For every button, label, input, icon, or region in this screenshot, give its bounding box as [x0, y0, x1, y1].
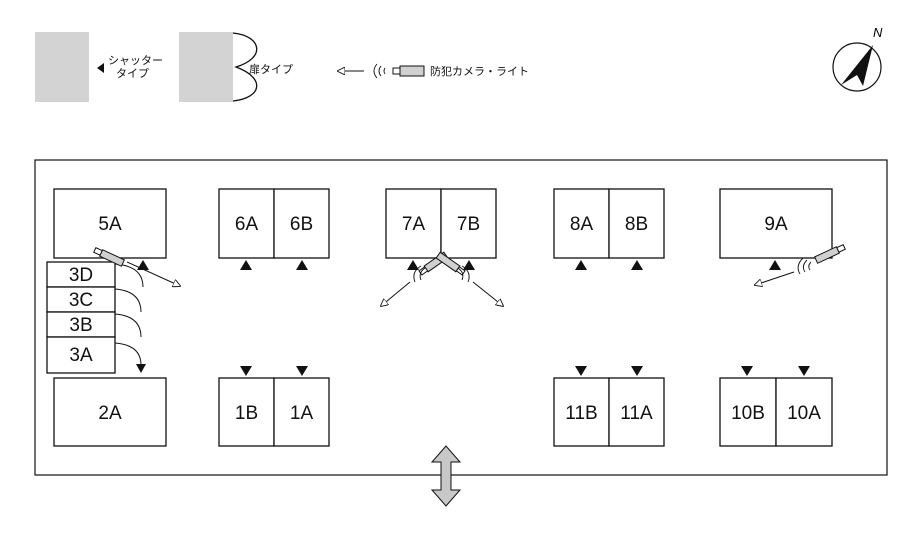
- unit-label: 10A: [787, 403, 821, 424]
- unit-7B: 7B: [440, 188, 497, 259]
- unit-label: 8B: [625, 214, 648, 235]
- unit-5A: 5A: [53, 188, 167, 259]
- site-boundary: [34, 159, 888, 476]
- unit-label: 3D: [69, 265, 93, 286]
- entrance-double-arrow-icon: [430, 445, 462, 507]
- unit-label: 5A: [98, 214, 122, 235]
- unit-label: 8A: [570, 214, 594, 235]
- door-type-swatch: [179, 32, 233, 102]
- shutter-marker-icon: [798, 366, 810, 376]
- shutter-marker-icon: [240, 260, 252, 270]
- unit-label: 9A: [764, 214, 788, 235]
- unit-label: 7B: [457, 214, 480, 235]
- unit-1A: 1A: [273, 377, 330, 447]
- unit-label: 3C: [69, 290, 93, 311]
- unit-label: 3B: [69, 315, 92, 336]
- shutter-marker-icon: [97, 63, 104, 73]
- unit-8B: 8B: [608, 188, 665, 259]
- camera-icon: [381, 251, 503, 306]
- unit-label: 2A: [98, 403, 122, 424]
- unit-10B: 10B: [719, 377, 777, 447]
- shutter-markers: [137, 260, 810, 376]
- shutter-marker-icon: [296, 366, 308, 376]
- unit-label: 10B: [731, 403, 765, 424]
- shutter-marker-icon: [631, 366, 643, 376]
- shutter-marker-icon: [741, 366, 753, 376]
- shutter-marker-icon: [137, 260, 149, 270]
- shutter-marker-icon: [463, 260, 475, 270]
- shutter-marker-icon: [575, 366, 587, 376]
- shutter-marker-icon: [407, 260, 419, 270]
- unit-9A: 9A: [719, 188, 833, 259]
- unit-6A: 6A: [218, 188, 275, 259]
- unit-label: 1A: [290, 403, 314, 424]
- camera-icon: [755, 243, 847, 285]
- shutter-marker-icon: [769, 260, 781, 270]
- door-swing-icon: [232, 32, 258, 102]
- unit-8A: 8A: [553, 188, 610, 259]
- unit-2A: 2A: [53, 377, 167, 447]
- compass-north-label: N: [873, 25, 883, 40]
- unit-label: 7A: [402, 214, 426, 235]
- door-swing-3B: [114, 313, 142, 338]
- shutter-marker-icon: [240, 366, 252, 376]
- shutter-marker-icon: [575, 260, 587, 270]
- camera-icon: [92, 246, 180, 286]
- unit-7A: 7A: [385, 188, 442, 259]
- legend: シャッター タイプ 扉タイプ 防犯カメラ・ライト: [35, 32, 529, 102]
- unit-label: 11B: [565, 403, 597, 424]
- unit-label: 11A: [620, 403, 653, 424]
- legend-shutter-line1: シャッター: [108, 54, 163, 67]
- unit-3D: 3D: [46, 261, 116, 288]
- door-swing-3C: [114, 288, 142, 313]
- unit-11A: 11A: [608, 377, 665, 447]
- unit-3B: 3B: [46, 311, 116, 338]
- unit-label: 3A: [69, 345, 93, 366]
- unit-label: 6B: [290, 214, 313, 235]
- unit-11B: 11B: [553, 377, 610, 447]
- shutter-marker-icon: [631, 260, 643, 270]
- unit-6B: 6B: [273, 188, 330, 259]
- shutter-marker-icon: [296, 260, 308, 270]
- legend-camera-icon: [338, 63, 425, 79]
- unit-label: 6A: [235, 214, 259, 235]
- unit-10A: 10A: [775, 377, 833, 447]
- unit-3C: 3C: [46, 286, 116, 313]
- unit-label: 1B: [235, 403, 258, 424]
- legend-shutter-line2: タイプ: [116, 67, 149, 80]
- shutter-type-swatch: [35, 32, 89, 102]
- unit-3A: 3A: [46, 336, 116, 374]
- compass-icon: N: [832, 25, 883, 92]
- door-swing-3A: [114, 342, 146, 373]
- legend-camera-label: 防犯カメラ・ライト: [430, 64, 529, 78]
- unit-1B: 1B: [218, 377, 275, 447]
- legend-door-label: 扉タイプ: [249, 63, 293, 76]
